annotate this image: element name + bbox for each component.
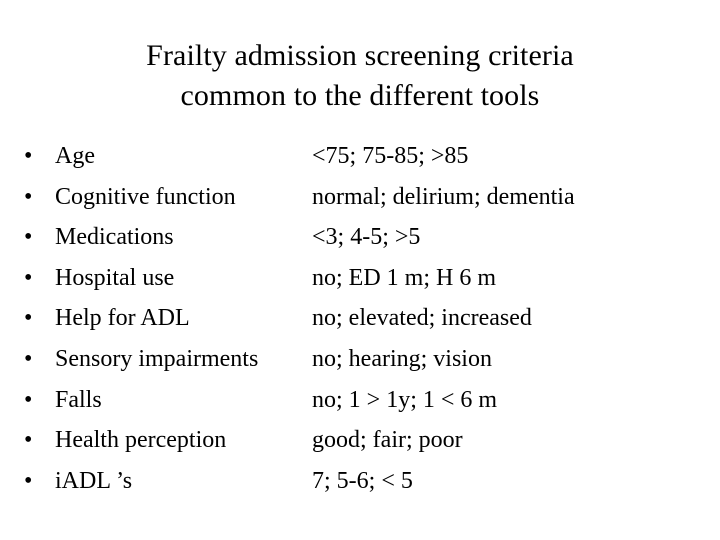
- criteria-label: Age: [55, 143, 95, 169]
- criteria-value: no; elevated; increased: [312, 305, 532, 332]
- criteria-value: no; ED 1 m; H 6 m: [312, 264, 496, 291]
- bullet-icon: •: [24, 345, 33, 372]
- bullet-icon: •: [24, 143, 33, 169]
- criteria-label: Hospital use: [55, 264, 175, 291]
- list-item: • Help for ADL no; elevated; increased: [0, 298, 720, 339]
- criteria-label: Cognitive function: [55, 183, 236, 210]
- criteria-value: normal; delirium; dementia: [312, 183, 575, 210]
- bullet-icon: •: [24, 224, 33, 251]
- list-item: • Cognitive function normal; delirium; d…: [0, 177, 720, 218]
- criteria-label: Health perception: [55, 427, 227, 454]
- list-item: • Age <75; 75-85; >85: [0, 136, 720, 177]
- bullet-icon: •: [24, 386, 33, 413]
- criteria-value: <75; 75-85; >85: [312, 143, 469, 169]
- bullet-icon: •: [24, 427, 33, 454]
- bullet-icon: •: [24, 183, 33, 210]
- criteria-label: Falls: [55, 386, 102, 413]
- list-item: • Falls no; 1 > 1y; 1 < 6 m: [0, 380, 720, 421]
- criteria-label: Help for ADL: [55, 305, 190, 332]
- bullet-icon: •: [24, 305, 33, 332]
- bullet-icon: •: [24, 467, 33, 494]
- criteria-label: Medications: [55, 224, 174, 251]
- page-title-line-2: common to the different tools: [180, 79, 540, 112]
- criteria-label: Sensory impairments: [55, 345, 259, 372]
- list-item: • iADL ’s 7; 5-6; < 5: [0, 461, 720, 502]
- criteria-value: no; 1 > 1y; 1 < 6 m: [312, 386, 498, 413]
- criteria-list: • Age <75; 75-85; >85 • Cognitive functi…: [0, 136, 720, 501]
- criteria-value: <3; 4-5; >5: [312, 224, 421, 251]
- list-item: • Sensory impairments no; hearing; visio…: [0, 339, 720, 380]
- list-item: • Medications <3; 4-5; >5: [0, 217, 720, 258]
- criteria-value: 7; 5-6; < 5: [312, 467, 413, 494]
- page-title: Frailty admission screening criteria com…: [40, 36, 680, 116]
- criteria-value: no; hearing; vision: [312, 345, 492, 372]
- page-title-line-1: Frailty admission screening criteria: [146, 39, 574, 72]
- list-item: • Hospital use no; ED 1 m; H 6 m: [0, 258, 720, 299]
- bullet-icon: •: [24, 264, 33, 291]
- criteria-label: iADL ’s: [55, 467, 133, 494]
- criteria-value: good; fair; poor: [312, 427, 463, 454]
- list-item: • Health perception good; fair; poor: [0, 420, 720, 461]
